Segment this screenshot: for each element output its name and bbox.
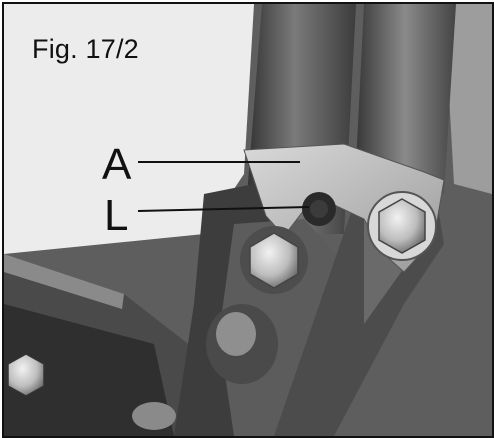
figure-label: Fig. 17/2 xyxy=(32,34,139,64)
bolt-bottom-left xyxy=(7,353,45,397)
photo-illustration xyxy=(4,4,492,436)
beam-highlight xyxy=(4,254,124,309)
callout-l: L xyxy=(104,191,129,240)
right-background xyxy=(444,4,492,194)
pin-center xyxy=(310,200,328,218)
lower-joint-highlight xyxy=(216,312,256,356)
bolt-right xyxy=(378,198,426,254)
bolt-bottom xyxy=(132,402,176,430)
right-tube xyxy=(354,4,456,204)
lower-left-beam-shadow xyxy=(4,304,174,436)
bolt-center xyxy=(249,232,299,289)
leader-line-l xyxy=(137,206,310,212)
callout-a: A xyxy=(102,140,132,189)
light-area xyxy=(4,4,254,254)
